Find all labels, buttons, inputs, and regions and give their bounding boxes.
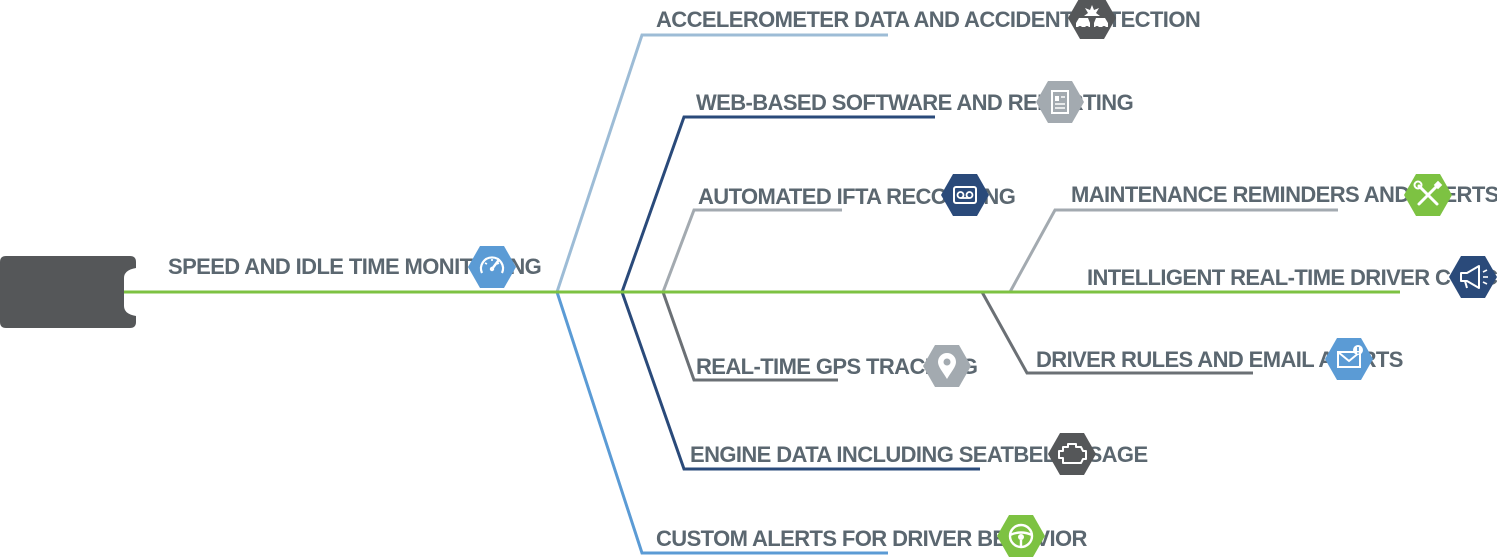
- label-coach: INTELLIGENT REAL-TIME DRIVER COACHING: [1087, 265, 1497, 290]
- label-accel: ACCELEROMETER DATA AND ACCIDENT DETECTIO…: [656, 7, 1200, 32]
- car-crash-icon: [1068, 0, 1116, 39]
- megaphone-icon: [1449, 256, 1497, 298]
- email-alert-icon: [1325, 338, 1373, 380]
- engine-icon: [1048, 433, 1096, 475]
- connector-ifta: [661, 208, 842, 293]
- wrench-screwdriver-icon: [1404, 174, 1452, 216]
- cassette-tape-icon: [941, 174, 989, 216]
- connector-web: [620, 115, 935, 293]
- speedometer-icon: [468, 246, 516, 288]
- connector-lines: [555, 33, 1338, 555]
- report-document-icon: [1036, 81, 1084, 123]
- connector-gps: [661, 291, 838, 382]
- map-pin-icon: [923, 345, 971, 387]
- connector-maint: [1008, 208, 1338, 293]
- device-block: [0, 256, 136, 328]
- connector-custom: [555, 291, 888, 555]
- steering-wheel-icon: [997, 515, 1045, 557]
- connector-accel: [555, 33, 888, 293]
- connector-rules: [980, 291, 1253, 375]
- connector-engine: [620, 291, 980, 471]
